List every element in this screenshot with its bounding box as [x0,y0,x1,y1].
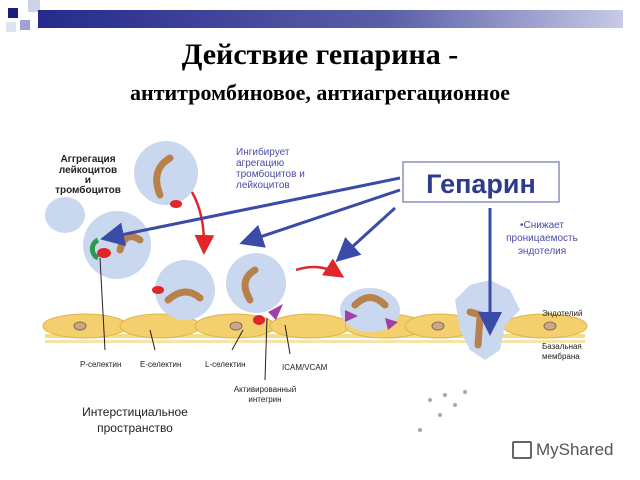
basal-membrane-label: Базальная [542,342,582,351]
decor-square [8,8,18,18]
interstitial-label: пространство [97,421,173,435]
header-bar [38,10,623,28]
decor-square [20,20,30,30]
p-selectin-marker [89,237,100,261]
aggregation-label: Аггрегация лейкоцитов и тромбоцитов [55,154,121,196]
heparin-box [402,161,560,203]
decor-square [6,22,16,32]
presentation-icon [512,441,532,459]
slide-subtitle: антитромбиновое, антиагрегационное [130,80,510,105]
heparin-arrows [100,176,502,336]
watermark-logo: MyShared [512,440,613,460]
inhibits-label: Ингибирует агрегацию тромбоцитов и лейко… [236,146,305,191]
inhibits-line: тромбоцитов и [236,168,305,180]
e-selectin-label: E-селектин [140,360,181,369]
decor-square [28,0,40,12]
label-pointers [99,257,291,381]
icam-vcam-label: ICAM/VCAM [282,363,328,372]
interstitial-label: Интерстициальное [82,405,188,419]
permeability-line: •Снижает [520,220,564,231]
aggregation-line: тромбоцитов [55,184,121,196]
permeability-line: эндотелия [518,246,566,257]
p-selectin-label: P-селектин [80,360,121,369]
inhibits-line: Ингибирует [236,146,290,158]
permeability-label: •Снижает проницаемость эндотелия [506,220,578,257]
aggregation-line: и [85,175,91,186]
activated-integrin-label: интегрин [248,395,281,404]
endothelium-label: Эндотелий [542,309,582,318]
inhibits-line: агрегацию [236,158,285,169]
platelets [97,200,265,325]
cell-nuclei [73,321,557,331]
inhibits-line: лейкоцитов [236,180,290,191]
particles [418,390,467,432]
l-selectin-label: L-селектин [205,360,246,369]
permeability-line: проницаемость [506,233,578,244]
aggregation-line: лейкоцитов [59,165,117,176]
integrin-markers [268,304,398,330]
heparin-label: Гепарин [426,169,536,199]
activated-integrin-label: Активированный [234,385,296,394]
aggregation-line: Аггрегация [60,154,115,165]
basal-membrane-label: мембрана [542,352,580,361]
watermark-text: MyShared [536,440,614,459]
slide-title: Действие гепарина - [181,38,459,71]
